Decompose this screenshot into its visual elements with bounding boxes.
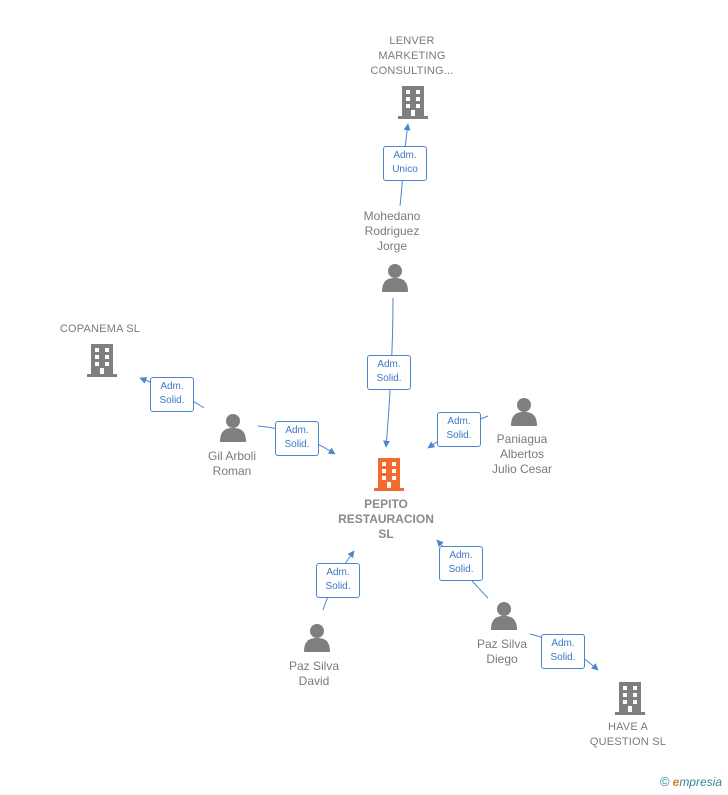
person-icon	[220, 414, 246, 442]
node-copanema[interactable]: COPANEMA SL	[40, 322, 160, 337]
node-lenver[interactable]: LENVER MARKETING CONSULTING...	[352, 34, 472, 79]
role-line: Adm.	[285, 425, 309, 436]
role-line: Adm.	[377, 359, 401, 370]
node-label-line: Albertos	[499, 447, 545, 461]
node-pepito[interactable]: PEPITO RESTAURACION SL	[326, 497, 446, 542]
node-label-line: COPANEMA SL	[59, 323, 141, 335]
role-badge-adm-solid[interactable]: Adm. Solid.	[316, 563, 360, 598]
node-label-line: Diego	[486, 652, 518, 666]
node-label-line: Paniagua	[496, 432, 548, 446]
role-line: Adm.	[326, 567, 350, 578]
center-building-icon	[374, 458, 404, 491]
node-label-line: RESTAURACION	[338, 512, 434, 526]
person-icon	[382, 264, 408, 292]
role-line: Solid.	[159, 395, 185, 406]
node-gil[interactable]: Gil Arboli Roman	[182, 449, 282, 479]
brand-name: mpresia	[679, 775, 722, 789]
role-line: Solid.	[376, 373, 402, 384]
node-paniagua[interactable]: Paniagua Albertos Julio Cesar	[472, 432, 572, 477]
node-label-line: Paz Silva	[476, 637, 528, 651]
node-mohedano[interactable]: Mohedano Rodriguez Jorge	[342, 209, 442, 254]
node-label-line: SL	[378, 527, 394, 541]
person-icon	[491, 602, 517, 630]
node-label-line: Paz Silva	[288, 659, 340, 673]
node-label-line: Mohedano	[363, 209, 421, 223]
role-badge-adm-solid[interactable]: Adm. Solid.	[275, 421, 319, 456]
node-pazdiego[interactable]: Paz Silva Diego	[452, 637, 552, 667]
building-icon	[398, 86, 428, 119]
brand-logo-letter: e	[672, 775, 680, 789]
role-line: Solid.	[550, 652, 576, 663]
role-line: Adm.	[160, 381, 184, 392]
role-badge-adm-solid[interactable]: Adm. Solid.	[437, 412, 481, 447]
role-badge-adm-solid[interactable]: Adm. Solid.	[150, 377, 194, 412]
person-icon	[304, 624, 330, 652]
edges	[139, 123, 599, 671]
node-label-line: Julio Cesar	[491, 462, 553, 476]
role-line: Solid.	[284, 439, 310, 450]
node-label-line: QUESTION SL	[589, 736, 667, 748]
copyright-icon: ©	[660, 774, 670, 789]
role-line: Solid.	[325, 581, 351, 592]
role-line: Adm.	[447, 416, 471, 427]
node-label-line: Gil Arboli	[207, 449, 257, 463]
node-have[interactable]: HAVE A QUESTION SL	[568, 720, 688, 750]
building-icon	[87, 344, 117, 377]
person-icon	[511, 398, 537, 426]
building-icon	[615, 682, 645, 715]
role-line: Solid.	[448, 564, 474, 575]
node-label-line: Roman	[212, 464, 252, 478]
role-line: Adm.	[551, 638, 575, 649]
node-label-line: PEPITO	[364, 497, 408, 511]
node-label-line: CONSULTING...	[370, 65, 454, 77]
node-pazdavid[interactable]: Paz Silva David	[264, 659, 364, 689]
role-line: Adm.	[449, 550, 473, 561]
role-line: Solid.	[446, 430, 472, 441]
node-label-line: MARKETING	[378, 50, 446, 62]
role-badge-adm-solid[interactable]: Adm. Solid.	[439, 546, 483, 581]
role-badge-adm-solid[interactable]: Adm. Solid.	[367, 355, 411, 390]
role-badge-adm-unico[interactable]: Adm. Unico	[383, 146, 427, 181]
node-label-line: David	[298, 674, 330, 688]
role-line: Unico	[392, 164, 418, 175]
node-label-line: LENVER	[389, 35, 435, 47]
role-line: Adm.	[393, 150, 417, 161]
node-label-line: HAVE A	[607, 721, 649, 733]
node-label-line: Rodriguez	[364, 224, 420, 238]
brand-footer[interactable]: ©empresia	[660, 774, 722, 789]
role-badge-adm-solid[interactable]: Adm. Solid.	[541, 634, 585, 669]
node-label-line: Jorge	[376, 239, 408, 253]
